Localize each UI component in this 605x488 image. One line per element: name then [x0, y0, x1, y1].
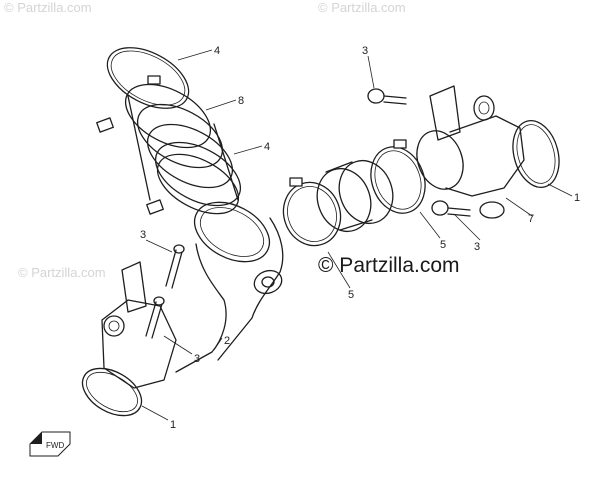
bolt-mid-right — [431, 200, 471, 217]
callout-label: 4 — [264, 141, 270, 153]
brand-watermark: © Partzilla.com — [318, 254, 460, 277]
forward-direction-icon: FWD — [29, 431, 71, 457]
throttle-body-flange — [101, 261, 177, 389]
callout-label: 3 — [140, 229, 146, 241]
callout-label: 8 — [238, 95, 244, 107]
intake-duct — [175, 201, 284, 373]
watermark: © Partzilla.com — [4, 0, 92, 15]
forward-label: FWD — [46, 441, 64, 450]
watermark: © Partzilla.com — [18, 265, 106, 280]
callout-leaders — [141, 49, 573, 421]
callout-label: 1 — [170, 419, 176, 431]
callout-label: 5 — [348, 289, 354, 301]
callout-label: 2 — [224, 335, 230, 347]
callout-label: 3 — [474, 241, 480, 253]
o-ring-lower — [81, 367, 143, 417]
callout-label: 3 — [194, 353, 200, 365]
hose-clamp-right — [370, 139, 426, 214]
bolt-top-right — [367, 88, 407, 105]
watermark: © Partzilla.com — [318, 0, 406, 15]
bolt-lower-b — [145, 296, 165, 339]
hose-clamp-middle — [146, 153, 240, 215]
callout-label: 3 — [362, 45, 368, 57]
callout-label: 7 — [528, 213, 534, 225]
hose-clamp-center — [282, 177, 342, 247]
intake-sleeve — [316, 159, 394, 233]
bolt-lower-a — [165, 244, 185, 289]
o-ring-right — [512, 120, 560, 188]
callout-label: 1 — [574, 192, 580, 204]
hose-clamp-top — [96, 47, 190, 133]
intake-manifold — [416, 85, 525, 219]
callout-label: 4 — [214, 45, 220, 57]
intake-boot — [124, 83, 242, 207]
callout-label: 5 — [440, 239, 446, 251]
